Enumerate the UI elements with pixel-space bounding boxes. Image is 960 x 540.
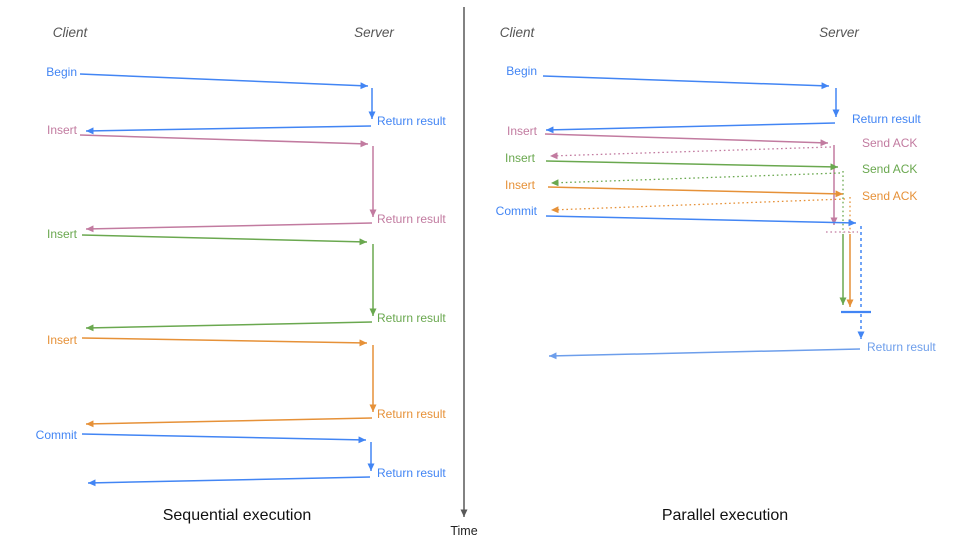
message-label-commit: Commit: [496, 204, 538, 218]
message-label-insert-2: Insert: [47, 227, 78, 241]
message-label-commit: Commit: [36, 428, 78, 442]
time-label: Time: [450, 524, 477, 538]
response-label: Return result: [377, 407, 446, 421]
response-label: Return result: [867, 340, 936, 354]
request-arrow: [79, 134, 369, 148]
client-header: Client: [500, 25, 536, 40]
server-header: Server: [354, 25, 394, 40]
ack-label: Send ACK: [862, 189, 917, 203]
response-label: Return result: [377, 466, 446, 480]
sequential-caption: Sequential execution: [163, 507, 312, 524]
ack-label: Send ACK: [862, 162, 917, 176]
message-label-begin: Begin: [506, 64, 537, 78]
response-label: Return result: [377, 311, 446, 325]
return-arrow: [548, 348, 861, 360]
ack-return-arrow: [550, 172, 841, 187]
message-label-begin: Begin: [46, 65, 77, 79]
return-arrow: [85, 222, 373, 233]
server-header: Server: [819, 25, 859, 40]
response-label: Return result: [852, 112, 921, 126]
message-label-insert-1: Insert: [47, 123, 78, 137]
message-label-insert-2: Insert: [505, 151, 536, 165]
request-arrow: [81, 433, 367, 444]
parallel-caption: Parallel execution: [662, 507, 788, 524]
request-arrow: [81, 337, 368, 347]
response-label: Return result: [377, 114, 446, 128]
request-arrow: [547, 186, 844, 198]
parallel-panel: Client Server Begin Return result Insert…: [496, 25, 937, 524]
return-arrow: [545, 122, 836, 134]
request-arrow: [545, 160, 839, 171]
message-label-insert-1: Insert: [507, 124, 538, 138]
message-label-insert-3: Insert: [47, 333, 78, 347]
ack-label: Send ACK: [862, 136, 917, 150]
return-arrow: [85, 125, 372, 135]
request-arrow: [545, 215, 857, 227]
ack-return-arrow: [549, 146, 832, 160]
request-arrow: [544, 133, 829, 147]
message-label-insert-3: Insert: [505, 178, 536, 192]
sequential-panel: Client Server Begin Return result Insert…: [36, 25, 447, 524]
return-arrow: [85, 321, 373, 332]
client-header: Client: [53, 25, 89, 40]
response-label: Return result: [377, 212, 446, 226]
return-arrow: [85, 417, 373, 428]
request-arrow: [79, 73, 369, 90]
time-axis: Time: [450, 7, 478, 538]
request-arrow: [542, 75, 830, 90]
request-arrow: [81, 234, 368, 246]
return-arrow: [87, 476, 371, 487]
ack-return-arrow: [550, 198, 846, 214]
